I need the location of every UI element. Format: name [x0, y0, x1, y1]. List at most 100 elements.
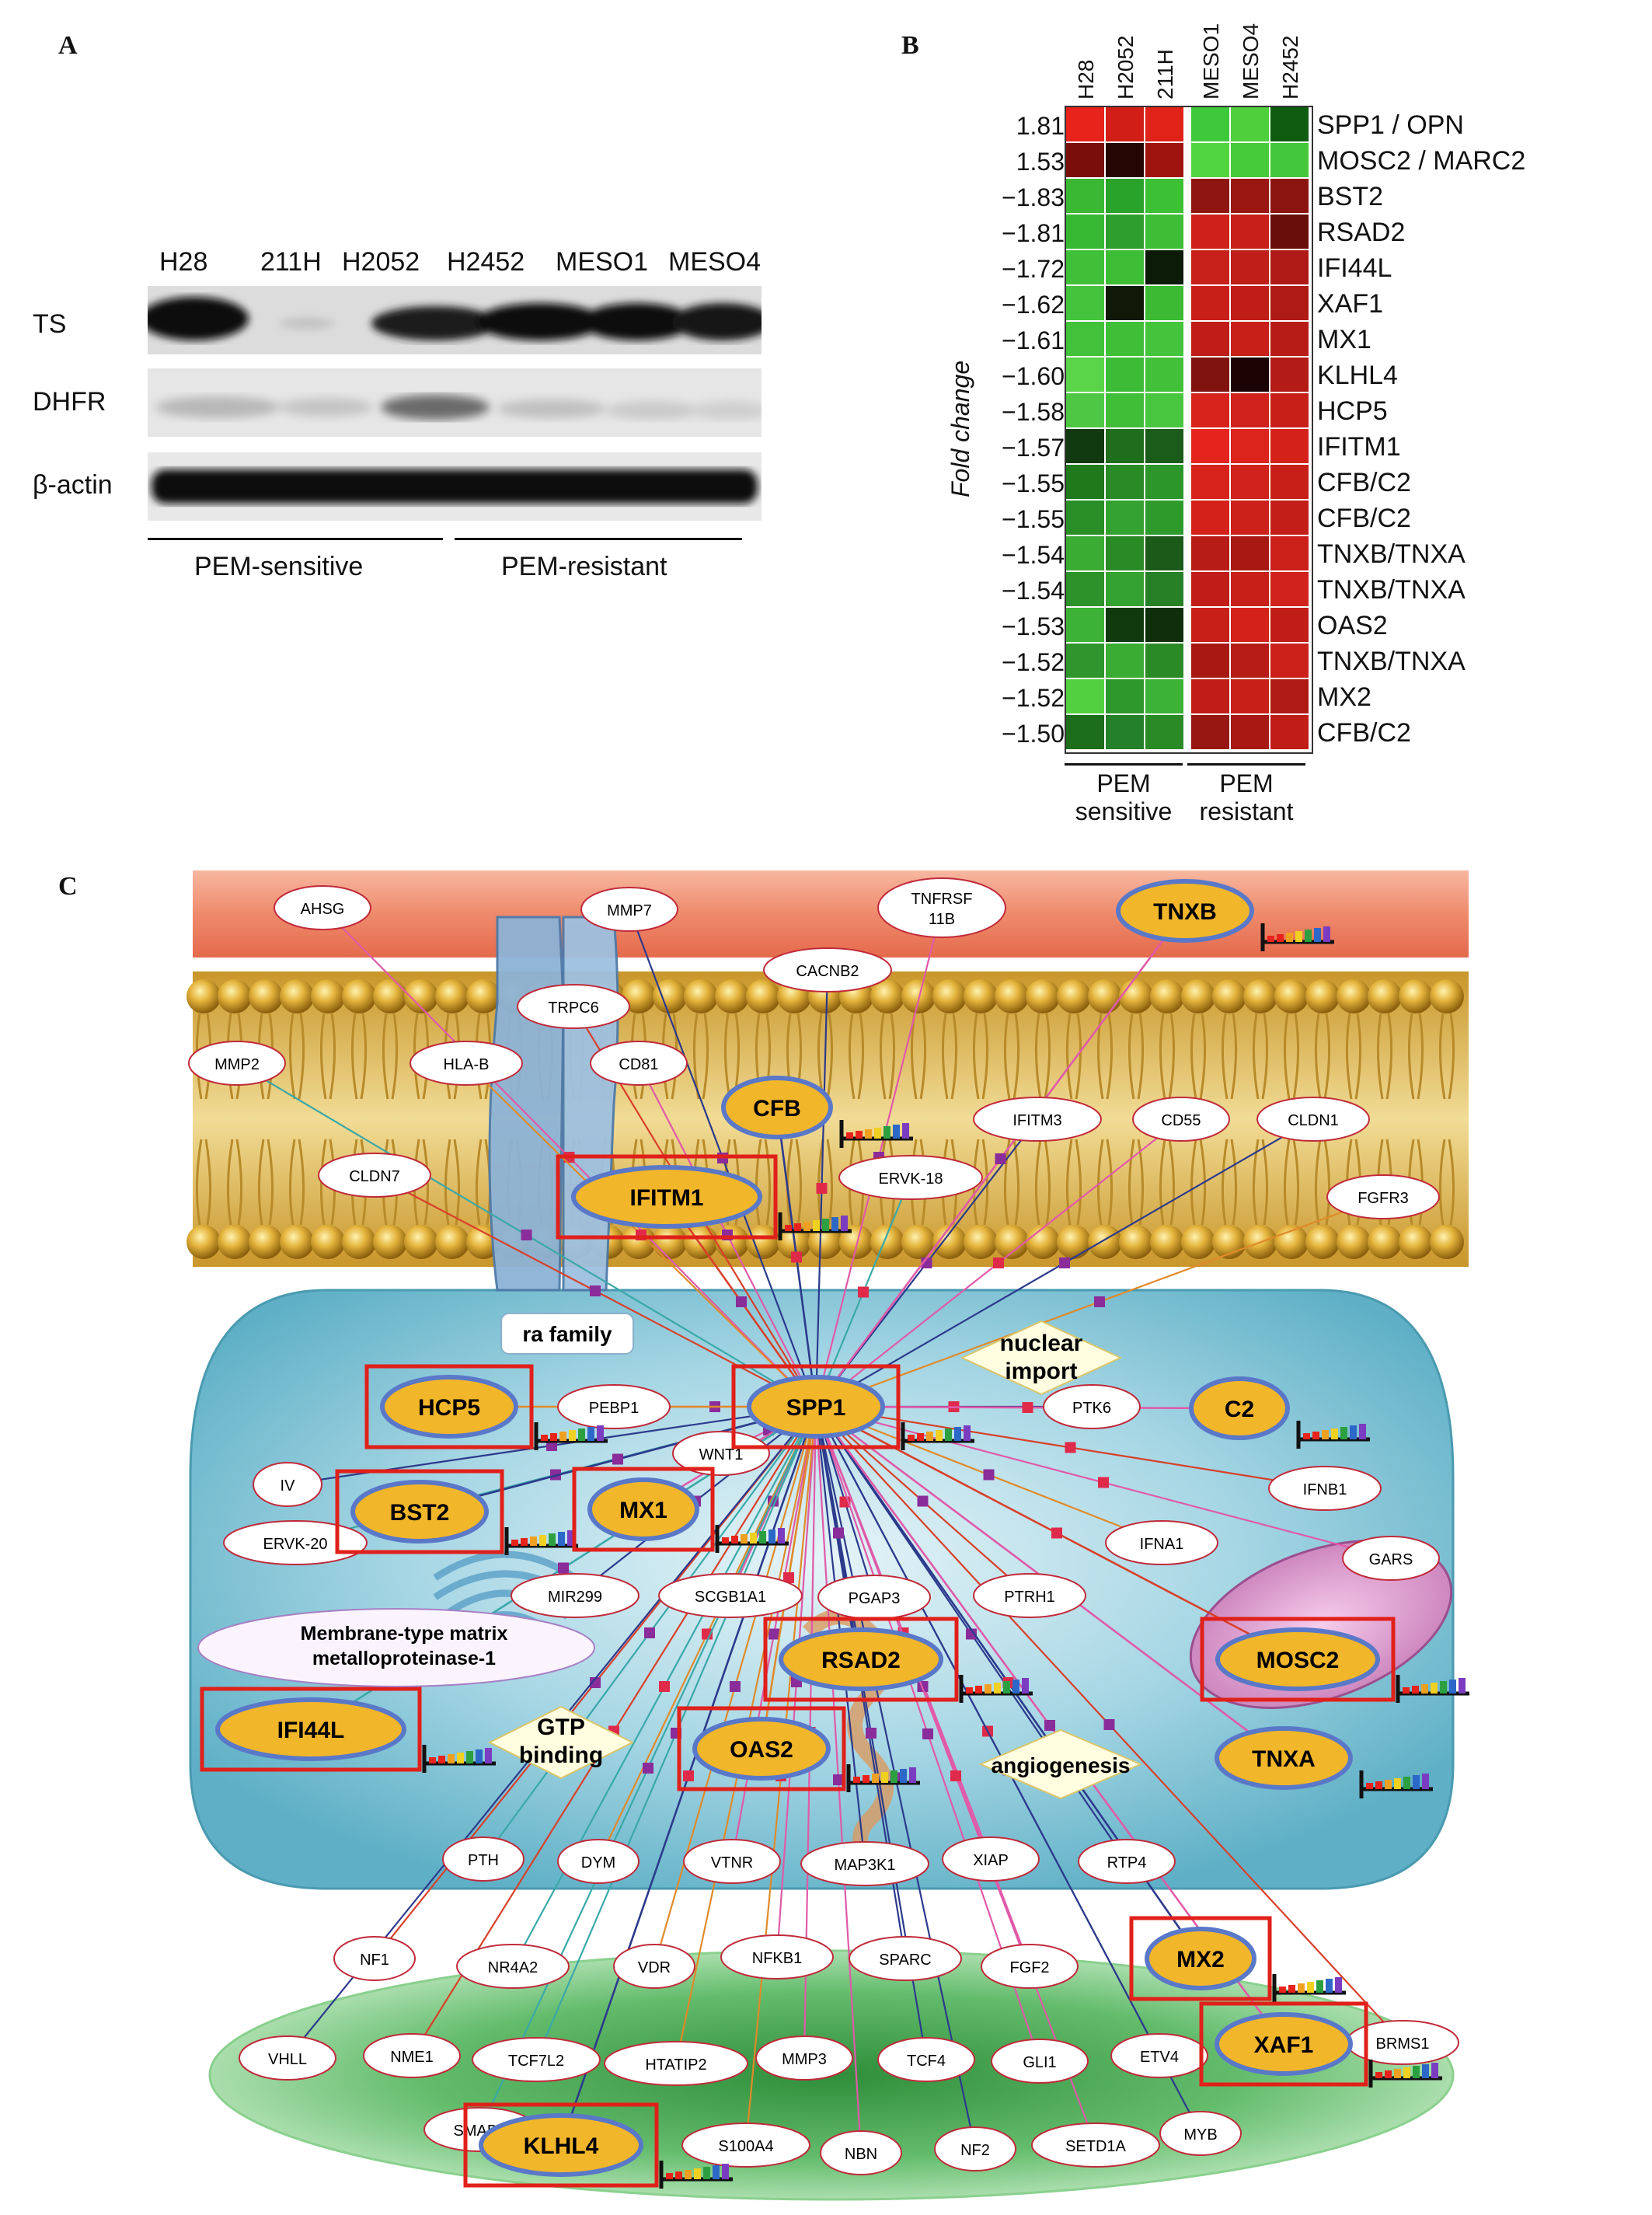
- heatmap-cell: [1270, 501, 1309, 535]
- heatmap-fold-change: −1.55: [1002, 505, 1065, 533]
- lane-label-5: MESO4: [668, 247, 762, 277]
- blot-actin: [148, 452, 762, 521]
- gene-node: RTP4: [1078, 1839, 1176, 1884]
- gene-node-label: XIAP: [973, 1852, 1009, 1869]
- key-gene-label: RSAD2: [821, 1648, 901, 1673]
- heatmap-cell: [1106, 143, 1144, 177]
- gene-node-label: CLDN1: [1288, 1112, 1339, 1129]
- heatmap-cell: [1270, 322, 1309, 356]
- gene-node: CD55: [1132, 1097, 1230, 1142]
- gene-node-label: CLDN7: [349, 1168, 400, 1185]
- heatmap-cell: [1106, 107, 1144, 141]
- heatmap-cell: [1106, 501, 1144, 535]
- heatmap-cell: [1270, 465, 1309, 499]
- gene-node: MMP7: [580, 887, 678, 932]
- heatmap-fold-change: 1.53: [1016, 148, 1065, 176]
- heatmap-cell: [1106, 572, 1144, 606]
- heatmap-cell: [1066, 608, 1104, 642]
- gene-node-label: IV: [281, 1477, 296, 1495]
- key-gene-klhl4: KLHL4: [463, 2102, 733, 2189]
- heatmap-group-resistant-line1: PEM: [1219, 769, 1274, 797]
- gene-node: NFKB1: [720, 1934, 834, 1980]
- heatmap-frame: [1065, 106, 1313, 754]
- gene-node: IFNA1: [1105, 1520, 1218, 1565]
- key-gene-label: BST2: [390, 1500, 450, 1526]
- heatmap-cell: [1191, 107, 1229, 141]
- heatmap-cell: [1145, 215, 1183, 249]
- heatmap-group-resistant-line2: resistant: [1199, 797, 1294, 825]
- gene-node-label: MMP2: [214, 1056, 260, 1073]
- extracellular-band: [193, 870, 1469, 958]
- key-gene-c2: C2: [1189, 1376, 1370, 1449]
- heatmap-cell: [1106, 179, 1144, 213]
- heatmap-cell: [1270, 286, 1309, 320]
- gene-node-label: HTATIP2: [645, 2056, 706, 2074]
- heatmap-cell: [1191, 536, 1229, 570]
- heatmap-cell: [1191, 501, 1229, 535]
- heatmap-cell: [1145, 286, 1183, 320]
- gene-node: DYM: [557, 1839, 640, 1884]
- heatmap-group-label-resistant: PEM resistant: [1187, 769, 1305, 825]
- group-line-sensitive: [148, 538, 443, 540]
- membrane-channel-2: [562, 916, 619, 1292]
- gene-node: VDR: [613, 1944, 695, 1989]
- gene-node: AHSG: [274, 885, 371, 930]
- heatmap-cell: [1106, 536, 1144, 570]
- gene-node-label: NFKB1: [752, 1950, 802, 1967]
- heatmap-cell: [1066, 465, 1104, 499]
- key-gene-cfb: CFB: [721, 1076, 913, 1148]
- heatmap-gene-label: CFB/C2: [1317, 468, 1411, 497]
- gene-node: GARS: [1342, 1536, 1440, 1581]
- key-gene-mx2: MX2: [1129, 1916, 1346, 2002]
- gene-node-label: CD55: [1161, 1112, 1201, 1129]
- gene-node: S100A4: [681, 2123, 810, 2168]
- heatmap-fold-change: −1.52: [1002, 684, 1065, 712]
- lane-label-1: 211H: [260, 247, 322, 277]
- heatmap-group-label-sensitive: PEM sensitive: [1065, 769, 1183, 825]
- key-gene-mx1: MX1: [572, 1467, 789, 1553]
- row-label-ts: TS: [33, 309, 67, 339]
- heatmap-cell: [1106, 679, 1144, 713]
- gene-node: MMP2: [188, 1041, 286, 1086]
- heatmap-cell: [1145, 536, 1183, 570]
- heatmap-cell: [1231, 429, 1269, 463]
- heatmap-cell: [1231, 679, 1269, 713]
- gene-node: CLDN7: [318, 1153, 431, 1198]
- heatmap-gene-label: CFB/C2: [1317, 718, 1411, 748]
- ra-family-label: ra family: [500, 1313, 634, 1355]
- heatmap-cell: [1231, 215, 1269, 249]
- gene-node: TRPC6: [517, 984, 630, 1029]
- gene-node-label: ERVK-20: [263, 1536, 327, 1553]
- heatmap-cell: [1191, 143, 1229, 177]
- heatmap-cell: [1066, 322, 1104, 356]
- heatmap-cell: [1066, 107, 1104, 141]
- heatmap-cell: [1231, 358, 1269, 392]
- gene-node: IFITM3: [973, 1097, 1102, 1142]
- heatmap-gene-label: MOSC2 / MARC2: [1317, 146, 1526, 176]
- heatmap-cell: [1191, 679, 1229, 713]
- gene-node: MAP3K1: [800, 1841, 929, 1886]
- heatmap-cell: [1066, 429, 1104, 463]
- gene-node: VHLL: [239, 2035, 336, 2081]
- heatmap-cell: [1191, 322, 1229, 356]
- key-gene-label: XAF1: [1254, 2032, 1314, 2058]
- heatmap-fold-change: −1.57: [1002, 434, 1065, 462]
- heatmap-cell: [1066, 715, 1104, 749]
- heatmap-cell: [1145, 715, 1183, 749]
- heatmap-cell: [1106, 358, 1144, 392]
- gene-node: BRMS1: [1346, 2020, 1459, 2065]
- heatmap-cell: [1191, 715, 1229, 749]
- key-gene-label: SPP1: [786, 1395, 846, 1421]
- gene-node-label: SETD1A: [1065, 2138, 1126, 2155]
- gene-node: CD81: [590, 1041, 688, 1086]
- key-gene-label: IFI44L: [277, 1718, 345, 1743]
- heatmap-cell: [1270, 679, 1309, 713]
- heatmap-cell: [1191, 358, 1229, 392]
- heatmap-cell: [1106, 286, 1144, 320]
- gene-node-label: ERVK-18: [878, 1170, 943, 1188]
- key-gene-spp1: SPP1: [731, 1364, 974, 1450]
- heatmap-cell: [1270, 429, 1309, 463]
- panel-b-letter: B: [901, 31, 919, 60]
- group-label-resistant: PEM-resistant: [501, 552, 667, 581]
- gene-node: MMP3: [755, 2035, 853, 2081]
